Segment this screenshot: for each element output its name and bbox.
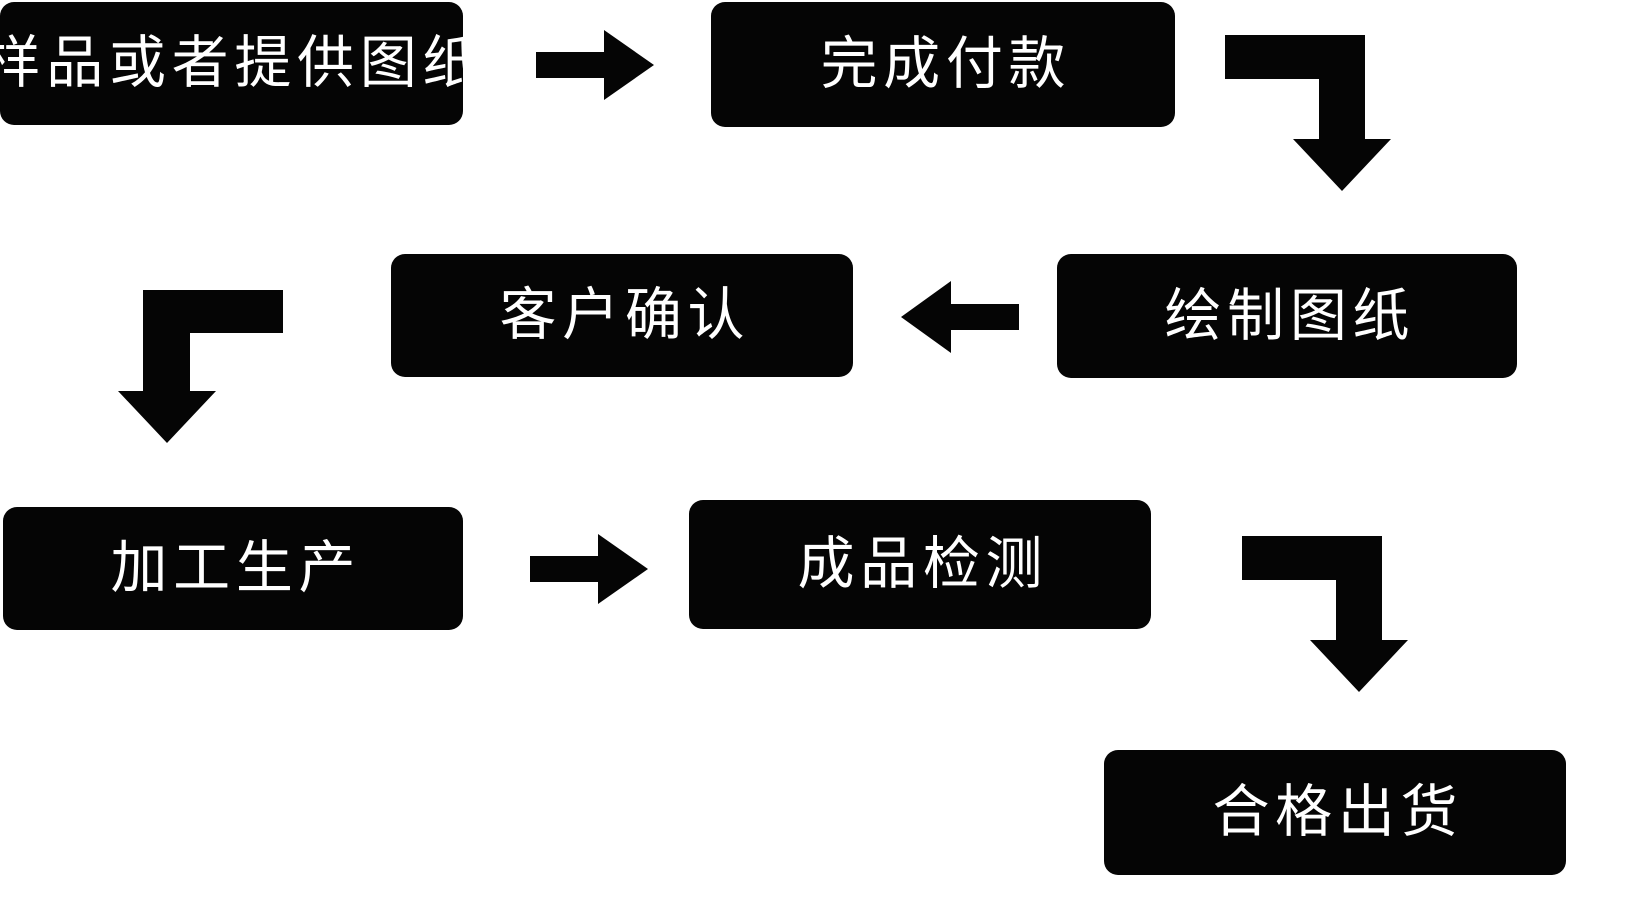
arrow-elbow-right-down-icon <box>1225 35 1391 191</box>
flow-node-label: 成品检测 <box>797 532 1049 596</box>
flow-node-label: 绘制图纸 <box>1164 283 1416 348</box>
flow-node-confirm[interactable]: 客户确认 <box>391 254 853 377</box>
flow-node-drawing[interactable]: 绘制图纸 <box>1057 254 1517 378</box>
flow-node-payment[interactable]: 完成付款 <box>711 2 1175 127</box>
flow-node-label: 加工生产 <box>110 536 362 600</box>
flow-node-inspection[interactable]: 成品检测 <box>689 500 1151 629</box>
flow-node-sample[interactable]: 样品或者提供图纸 <box>0 2 479 125</box>
arrow-elbow-right-down-icon <box>1242 536 1408 692</box>
flow-node-production[interactable]: 加工生产 <box>3 507 463 630</box>
arrow-right-icon <box>536 30 654 100</box>
arrow-left-icon <box>901 281 1019 353</box>
flow-node-label: 合格出货 <box>1212 780 1464 844</box>
flow-node-label: 客户确认 <box>499 283 751 347</box>
flow-node-label: 完成付款 <box>820 32 1072 96</box>
flow-node-label: 样品或者提供图纸 <box>0 31 486 95</box>
arrow-right-icon <box>530 534 648 604</box>
arrow-elbow-left-down-icon <box>118 290 283 443</box>
flow-node-shipping[interactable]: 合格出货 <box>1104 750 1566 875</box>
